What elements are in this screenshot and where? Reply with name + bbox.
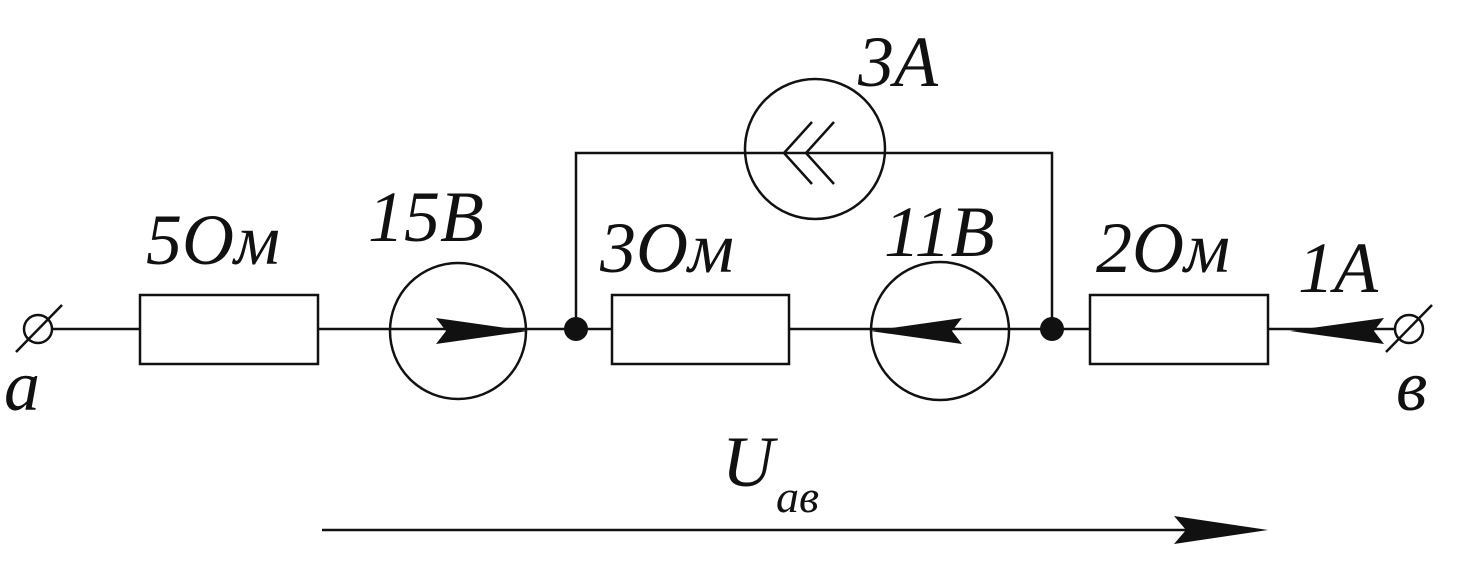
label-u-sub: ав — [776, 471, 819, 522]
label-j: 3А — [857, 22, 939, 102]
label-i: 1А — [1298, 228, 1379, 308]
label-r2: 3Ом — [599, 208, 734, 288]
e1-arrow — [436, 318, 528, 344]
label-e1: 15В — [368, 177, 484, 257]
label-r1: 5Ом — [146, 200, 280, 280]
terminal-a — [15, 304, 63, 353]
terminal-b — [1385, 304, 1433, 353]
resistor-r3 — [1088, 293, 1270, 366]
resistor-r1 — [138, 293, 320, 366]
voltage-arrow-uab — [322, 516, 1268, 544]
e2-arrow — [870, 318, 962, 344]
label-node-b: в — [1396, 346, 1427, 426]
current-arrow-i — [1290, 318, 1384, 344]
voltage-source-e2 — [869, 260, 1011, 402]
voltage-source-e1 — [388, 261, 528, 401]
label-u-main: U — [722, 422, 778, 502]
label-r3: 2Ом — [1096, 208, 1230, 288]
current-source-j — [743, 77, 887, 221]
resistor-r2 — [610, 293, 791, 366]
label-e2: 11В — [884, 192, 995, 272]
label-node-a: а — [4, 346, 40, 426]
